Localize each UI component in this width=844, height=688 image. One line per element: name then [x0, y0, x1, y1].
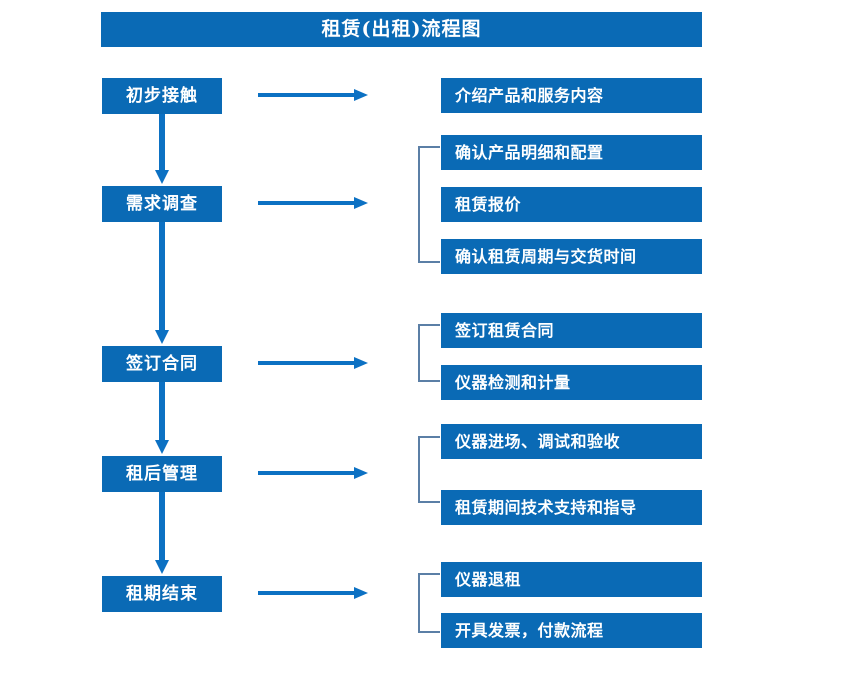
stage-label-4: 租后管理	[126, 463, 198, 484]
detail-label-4: 确认租赁周期与交货时间	[455, 246, 637, 266]
detail-label-1: 介绍产品和服务内容	[455, 85, 604, 105]
vertical-arrow-3	[153, 382, 171, 456]
detail-label-2: 确认产品明细和配置	[455, 142, 604, 162]
detail-label-5: 签订租赁合同	[455, 320, 555, 340]
stage-label-5: 租期结束	[126, 583, 198, 604]
group-bracket-2	[418, 324, 440, 382]
vertical-arrow-4	[153, 492, 171, 576]
horizontal-arrow-4	[258, 466, 368, 480]
detail-box-10: 开具发票，付款流程	[441, 613, 702, 648]
stage-label-2: 需求调查	[126, 193, 198, 214]
stage-box-3: 签订合同	[102, 346, 222, 382]
stage-label-1: 初步接触	[126, 85, 198, 106]
group-bracket-1	[418, 146, 440, 263]
detail-label-10: 开具发票，付款流程	[455, 620, 604, 640]
detail-label-7: 仪器进场、调试和验收	[455, 431, 621, 451]
detail-box-1: 介绍产品和服务内容	[441, 78, 702, 113]
group-bracket-4	[418, 573, 440, 633]
detail-box-2: 确认产品明细和配置	[441, 135, 702, 170]
detail-box-6: 仪器检测和计量	[441, 365, 702, 400]
detail-box-5: 签订租赁合同	[441, 313, 702, 348]
stage-label-3: 签订合同	[126, 353, 198, 374]
horizontal-arrow-3	[258, 356, 368, 370]
detail-label-8: 租赁期间技术支持和指导	[455, 497, 637, 517]
page-title: 租赁(出租)流程图	[321, 18, 482, 40]
stage-box-1: 初步接触	[102, 78, 222, 114]
horizontal-arrow-1	[258, 88, 368, 102]
detail-box-4: 确认租赁周期与交货时间	[441, 239, 702, 274]
detail-box-9: 仪器退租	[441, 562, 702, 597]
stage-box-5: 租期结束	[102, 576, 222, 612]
detail-label-3: 租赁报价	[455, 194, 522, 214]
stage-box-4: 租后管理	[102, 456, 222, 492]
detail-box-8: 租赁期间技术支持和指导	[441, 490, 702, 525]
horizontal-arrow-2	[258, 196, 368, 210]
detail-box-7: 仪器进场、调试和验收	[441, 424, 702, 459]
flowchart-title-bar: 租赁(出租)流程图	[101, 12, 702, 47]
vertical-arrow-1	[153, 114, 171, 186]
vertical-arrow-2	[153, 222, 171, 346]
detail-label-9: 仪器退租	[455, 569, 522, 589]
horizontal-arrow-5	[258, 586, 368, 600]
stage-box-2: 需求调查	[102, 186, 222, 222]
detail-box-3: 租赁报价	[441, 187, 702, 222]
detail-label-6: 仪器检测和计量	[455, 372, 571, 392]
group-bracket-3	[418, 436, 440, 503]
